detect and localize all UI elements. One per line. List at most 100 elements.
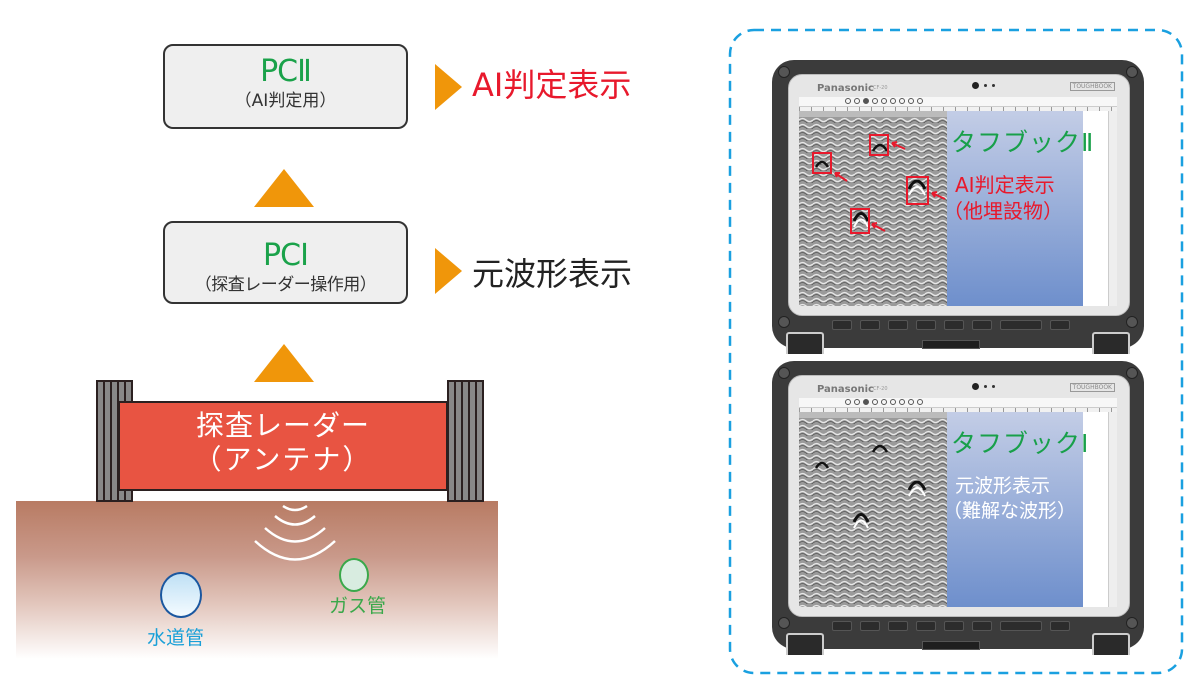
scrollbar[interactable] (1108, 111, 1117, 306)
brand-logo: Panasonic (817, 384, 874, 395)
gas-pipe-icon (339, 558, 369, 592)
pc1-output-label: 元波形表示 (472, 255, 633, 293)
screw-icon (1126, 66, 1138, 78)
scrollbar[interactable] (1108, 412, 1117, 607)
detection-box (906, 176, 929, 205)
tool-button[interactable] (854, 98, 860, 104)
water-pipe-icon (160, 572, 202, 618)
sensor-icon (992, 385, 995, 388)
screw-icon (778, 316, 790, 328)
tool-button[interactable] (881, 98, 887, 104)
hw-button[interactable] (860, 320, 880, 330)
arrow-right-icon (435, 248, 462, 294)
release-latch[interactable] (922, 340, 980, 349)
hw-button[interactable] (860, 621, 880, 631)
tool-button[interactable] (845, 98, 851, 104)
water-pipe-label: 水道管 (147, 627, 205, 649)
info-panel: タフブックⅠ 元波形表示 （難解な波形） (943, 412, 1088, 607)
gpr-radargram (799, 412, 947, 607)
app-toolbar (799, 398, 1117, 408)
hw-button[interactable] (888, 320, 908, 330)
toughbook-badge: TOUGHBOOK (1069, 82, 1115, 91)
wave-arc (274, 515, 316, 526)
tool-button[interactable] (908, 399, 914, 405)
detection-box (812, 152, 832, 174)
model-label: CF-20 (873, 386, 888, 392)
tablet-line1: 元波形表示 (955, 475, 1051, 497)
detection-box (869, 134, 889, 156)
hw-button[interactable] (972, 621, 992, 631)
tool-button[interactable] (845, 399, 851, 405)
pc1-box: PCⅠ （探査レーダー操作用） (163, 221, 408, 304)
hw-button[interactable] (916, 320, 936, 330)
sensor-icon (984, 84, 987, 87)
tool-button[interactable] (872, 98, 878, 104)
pc2-title: PCⅡ (260, 54, 312, 89)
toughbook-badge: TOUGHBOOK (1069, 383, 1115, 392)
tablet-line2: （他埋設物） (943, 199, 1063, 223)
tool-button[interactable] (899, 399, 905, 405)
tool-button[interactable] (872, 399, 878, 405)
gas-pipe-label: ガス管 (329, 595, 387, 617)
dashed-frame (728, 28, 1184, 675)
hw-button[interactable] (1000, 320, 1042, 330)
tool-button[interactable] (908, 98, 914, 104)
pc1-subtitle: （探査レーダー操作用） (194, 275, 377, 295)
tablet-name: タフブックⅠ (951, 429, 1090, 458)
arrow-up-icon (254, 344, 314, 382)
tool-button[interactable] (863, 98, 869, 104)
arrow-icon (931, 191, 946, 200)
hw-button[interactable] (888, 621, 908, 631)
arrow-right-icon (435, 64, 462, 110)
tablet-bezel: Panasonic CF-20 TOUGHBOOK (788, 375, 1130, 617)
app-toolbar (799, 97, 1117, 107)
tool-button[interactable] (899, 98, 905, 104)
windows-button[interactable] (944, 621, 964, 631)
info-panel: タフブックⅡ AI判定表示 （他埋設物） (943, 111, 1093, 306)
tool-button[interactable] (917, 399, 923, 405)
screw-icon (1126, 316, 1138, 328)
antenna-label: （アンテナ） (193, 443, 373, 476)
hardware-buttons (832, 621, 1092, 631)
tool-button[interactable] (863, 399, 869, 405)
power-button[interactable] (1050, 621, 1070, 631)
hw-button[interactable] (1000, 621, 1042, 631)
radar-label: 探査レーダー (195, 409, 370, 442)
radar-wave-icon (254, 504, 336, 561)
windows-button[interactable] (944, 320, 964, 330)
pc2-subtitle: （AI判定用） (234, 91, 337, 111)
screw-icon (778, 66, 790, 78)
hw-button[interactable] (916, 621, 936, 631)
hw-button[interactable] (832, 320, 852, 330)
tablet-1: Panasonic CF-20 TOUGHBOOK (772, 357, 1144, 655)
gpr-radargram (799, 111, 947, 306)
ground (16, 501, 498, 659)
tablet-line1: AI判定表示 (955, 173, 1055, 197)
screw-icon (778, 367, 790, 379)
sensor-icon (984, 385, 987, 388)
tablet-screen: タフブックⅠ 元波形表示 （難解な波形） (799, 412, 1117, 607)
tool-button[interactable] (917, 98, 923, 104)
wave-arc (264, 527, 326, 543)
tool-button[interactable] (890, 98, 896, 104)
camera-icon (972, 383, 979, 390)
tool-button[interactable] (890, 399, 896, 405)
tool-button[interactable] (881, 399, 887, 405)
hw-button[interactable] (832, 621, 852, 631)
release-latch[interactable] (922, 641, 980, 650)
tool-button[interactable] (854, 399, 860, 405)
sensor-icon (992, 84, 995, 87)
model-label: CF-20 (873, 85, 888, 91)
arrow-up-icon (254, 169, 314, 207)
detection-box (850, 208, 870, 234)
arrow-icon (834, 172, 848, 182)
hw-button[interactable] (972, 320, 992, 330)
arrow-icon (891, 141, 906, 150)
pc1-title: PCⅠ (263, 238, 309, 273)
hinge (786, 633, 824, 655)
hinge (1092, 332, 1130, 354)
hardware-buttons (832, 320, 1092, 330)
wave-arc (254, 540, 336, 561)
pc2-output-label: AI判定表示 (472, 66, 632, 104)
power-button[interactable] (1050, 320, 1070, 330)
